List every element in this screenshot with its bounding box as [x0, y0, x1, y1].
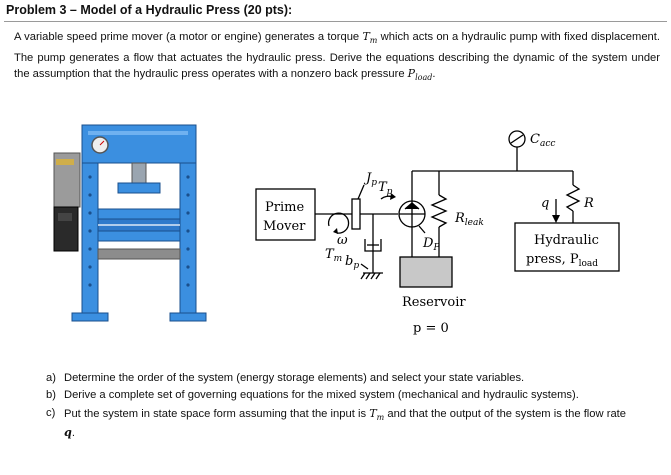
bp-label: b	[345, 254, 353, 269]
rleak-label: R	[454, 211, 465, 226]
svg-text:Tp: Tp	[378, 180, 393, 197]
press-label-1: Hydraulic	[534, 233, 599, 248]
svg-text:DP: DP	[422, 236, 440, 253]
prime-mover-label-1: Prime	[265, 200, 304, 215]
svg-text:Cacc: Cacc	[530, 132, 555, 149]
cacc-label: C	[530, 132, 540, 147]
svg-text:Rleak: Rleak	[454, 211, 484, 228]
problem-title: Problem 3 – Model of a Hydraulic Press (…	[6, 3, 293, 17]
q-label: q	[541, 196, 549, 211]
reservoir	[399, 256, 453, 288]
dp-label: D	[422, 236, 434, 251]
hydraulic-press-photo	[52, 117, 208, 325]
tp-label: T	[378, 180, 388, 195]
prime-mover-label-2: Mover	[263, 219, 306, 234]
tm-label: T	[325, 247, 335, 262]
intro-text-1: A variable speed prime mover (a motor or…	[14, 31, 360, 43]
svg-text:Tm: Tm	[325, 247, 342, 264]
press-label-2: press, P	[526, 252, 579, 267]
question-list: a) Determine the order of the system (en…	[46, 371, 626, 444]
r-label: R	[583, 196, 594, 211]
question-c-q: q	[64, 425, 72, 440]
hydraulic-system-diagram: Prime Mover ω Tm Jp Tp bp DP Rleak Cacc …	[255, 130, 620, 336]
reservoir-label: Reservoir	[402, 295, 466, 310]
pressure-zero-label: p = 0	[413, 321, 449, 336]
svg-text:Jp: Jp	[363, 171, 377, 188]
problem-intro: A variable speed prime mover (a motor or…	[14, 30, 660, 83]
omega-label: ω	[337, 233, 348, 248]
pload-symbol: Pload	[407, 67, 433, 83]
svg-text:ω: ω	[337, 233, 348, 248]
tm-symbol: Tm	[362, 30, 378, 46]
question-c: c) Put the system in state space form as…	[46, 406, 627, 440]
inertia-jp	[351, 198, 361, 230]
jp-label: J	[363, 171, 372, 186]
intro-text-2: which acts on a hydraulic pump with fixe…	[14, 31, 660, 81]
title-underline	[4, 21, 667, 22]
svg-text:bp: bp	[345, 254, 359, 271]
question-b: b) Derive a complete set of governing eq…	[46, 389, 579, 402]
svg-text:press, Pload: press, Pload	[526, 252, 598, 269]
question-c-tm: Tm	[369, 406, 385, 423]
question-a: a) Determine the order of the system (en…	[46, 372, 525, 384]
hydraulic-press-box	[514, 222, 620, 272]
